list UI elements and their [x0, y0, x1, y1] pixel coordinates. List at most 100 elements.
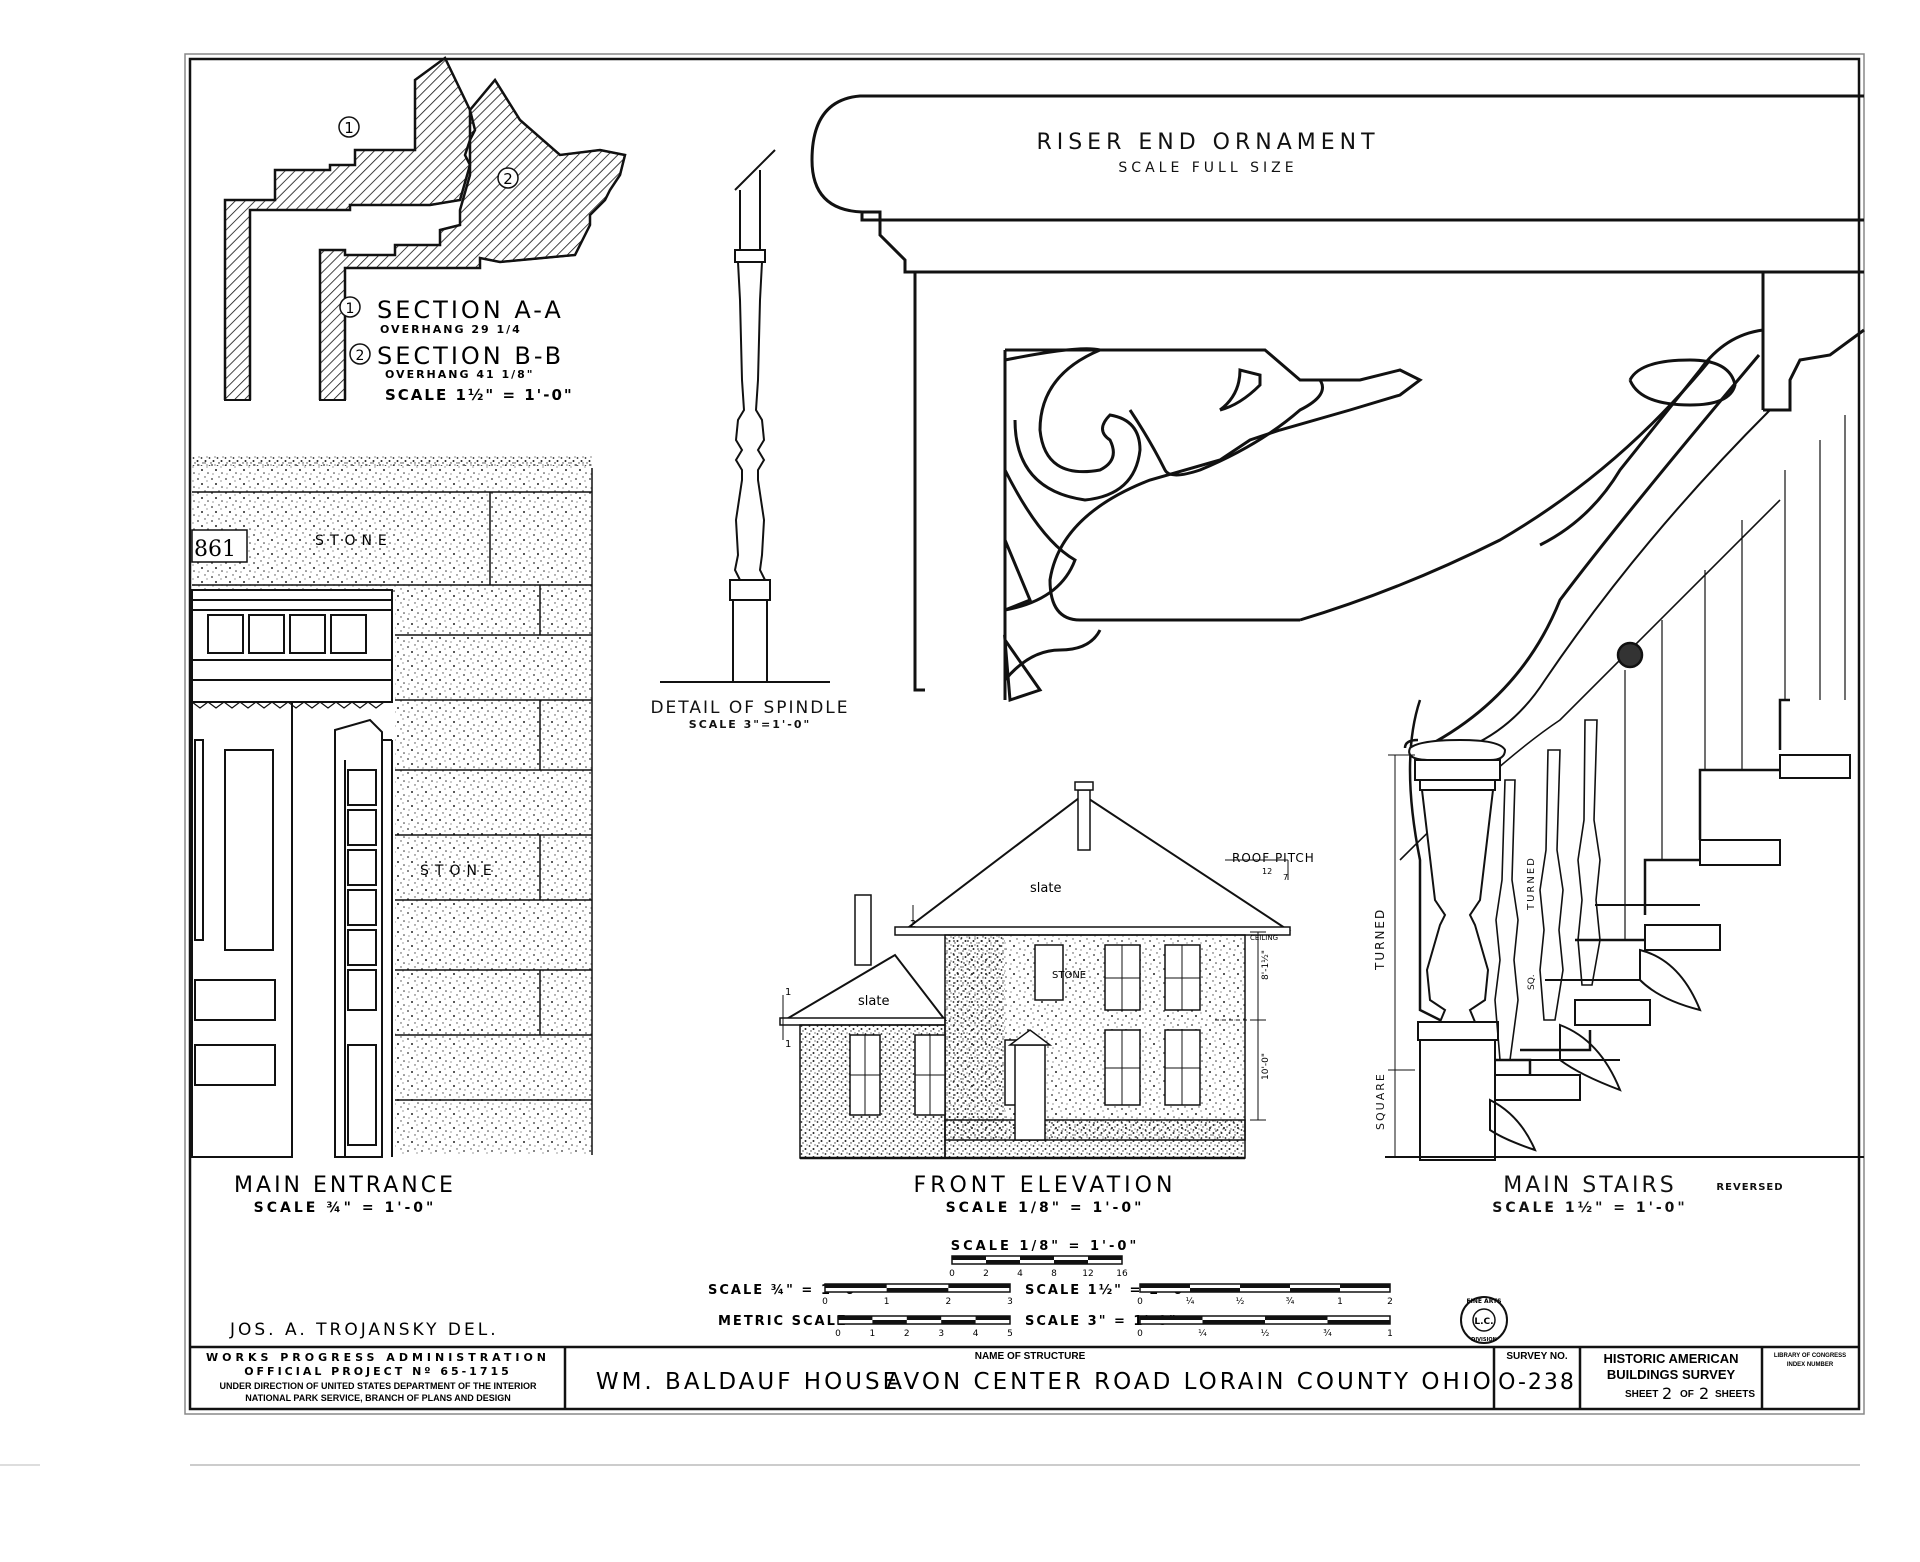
seal-top: FINE ARTS — [1467, 1298, 1502, 1305]
agency-line-1: WORKS PROGRESS ADMINISTRATION — [206, 1351, 550, 1364]
scale-bar-segment — [872, 1320, 907, 1324]
scale-tick-label: 0 — [1137, 1297, 1143, 1307]
spindle-scale: SCALE 3"=1'-0" — [689, 718, 811, 731]
scale-tick-label: 1 — [1337, 1297, 1343, 1307]
overhang-aa-label: OVERHANG 29 1/4 — [380, 323, 522, 336]
front-elevation: ROOF PITCH 12 7 slate slate STONE CEILIN… — [779, 781, 1315, 1216]
entrance-scale: SCALE ¾" = 1'-0" — [254, 1200, 437, 1216]
roof-pitch-rise: 7 — [1283, 873, 1288, 882]
scale-bar-top: 0 2 4 8 12 16 — [949, 1255, 1128, 1279]
scale-bar-segment — [1327, 1320, 1390, 1324]
riser-scale: SCALE FULL SIZE — [1118, 160, 1297, 176]
newel-square-label: SQUARE — [1374, 1072, 1387, 1130]
riser-end-ornament: RISER END ORNAMENT SCALE FULL SIZE — [810, 94, 1865, 703]
cornice-marker-2: 2 — [503, 170, 513, 188]
overhang-bb-label: OVERHANG 41 1/8" — [385, 368, 535, 381]
svg-text:1: 1 — [346, 301, 355, 317]
delineator: JOS. A. TROJANSKY DEL. — [229, 1320, 499, 1340]
habs-line-2: BUILDINGS SURVEY — [1607, 1367, 1736, 1382]
scale-tick-label: 0 — [822, 1297, 828, 1307]
scale-bar-segment — [941, 1320, 976, 1324]
scale-top-label: SCALE 1/8" = 1'-0" — [951, 1239, 1139, 1254]
inner-border — [188, 57, 1861, 1411]
scale-tick-label: 2 — [983, 1269, 989, 1279]
sheet-total: 2 — [1699, 1384, 1709, 1403]
scale-tick-label: 1 — [884, 1297, 890, 1307]
scale-tick-label: 0 — [949, 1269, 955, 1279]
agency-line-3: UNDER DIRECTION OF UNITED STATES DEPARTM… — [220, 1381, 538, 1391]
roof-pitch-run: 12 — [1262, 867, 1272, 876]
structure-name: WM. BALDAUF HOUSE — [596, 1369, 900, 1395]
spindle-title: DETAIL OF SPINDLE — [650, 698, 849, 718]
elev-mark-2: 2 — [910, 919, 916, 930]
elev-mark-1b: 1 — [785, 1039, 791, 1050]
scale-tick-label: 16 — [1116, 1269, 1128, 1279]
scale-bar-segment — [1290, 1288, 1340, 1292]
spindle-detail: DETAIL OF SPINDLE SCALE 3"=1'-0" — [650, 149, 849, 731]
scale-bar-segment — [1054, 1260, 1088, 1264]
scale-tick-label: 2 — [945, 1297, 951, 1307]
scale-tick-label: 0 — [1137, 1329, 1143, 1339]
loc-line-1: LIBRARY OF CONGRESS — [1774, 1353, 1846, 1359]
scale-tick-label: ½ — [1236, 1297, 1245, 1307]
elev-mark-1a: 1 — [785, 987, 791, 998]
cornice-scale: SCALE 1½" = 1'-0" — [385, 386, 574, 404]
scale-bar-segment — [1190, 1288, 1240, 1292]
stone-label-upper: STONE — [315, 533, 393, 549]
section-bb-label: SECTION B-B — [377, 342, 564, 370]
scale-tick-label: ¾ — [1286, 1297, 1295, 1307]
loc-line-2: INDEX NUMBER — [1787, 1362, 1834, 1368]
stairs-reversed: REVERSED — [1716, 1182, 1783, 1193]
scale-tick-label: 1 — [870, 1329, 876, 1339]
date-stone: 861 — [194, 537, 236, 562]
stairs-scale: SCALE 1½" = 1'-0" — [1492, 1200, 1687, 1216]
roof-pitch-label: ROOF PITCH — [1232, 851, 1315, 865]
cornice-sections: 1 2 1 2 SECTION A-A OVERHANG 29 1/4 SECT… — [223, 56, 627, 404]
scale-bar-segment — [952, 1256, 986, 1260]
dim-lower: 10'-0" — [1261, 1053, 1271, 1080]
scale-bar-segment — [838, 1316, 873, 1320]
structure-location: AVON CENTER ROAD LORAIN COUNTY OHIO — [886, 1369, 1493, 1395]
scale-bar-segment — [1140, 1284, 1190, 1288]
baluster-turned-label: TURNED — [1526, 856, 1537, 911]
scale-tick-label: 3 — [938, 1329, 944, 1339]
scale-bar-segment — [1265, 1316, 1328, 1320]
habs-line-1: HISTORIC AMERICAN — [1603, 1351, 1738, 1366]
scale-right2-label: SCALE 3" = 1'-0" — [1025, 1314, 1178, 1329]
title-block: WORKS PROGRESS ADMINISTRATION OFFICIAL P… — [190, 1345, 1859, 1409]
section-aa-label: SECTION A-A — [377, 296, 564, 324]
outer-border — [184, 53, 1865, 1415]
main-entrance: 861 STONE STONE — [191, 456, 593, 1216]
scale-bar-segment — [1020, 1256, 1054, 1260]
scale-tick-label: 8 — [1051, 1269, 1057, 1279]
scale-bar-segment — [975, 1316, 1010, 1320]
stone-elevation-label: STONE — [1052, 970, 1086, 981]
entrance-title: MAIN ENTRANCE — [234, 1173, 456, 1198]
baluster-sq-label: SQ. — [1527, 974, 1537, 990]
scale-bar-segment — [886, 1288, 949, 1292]
scale-bar-segment — [986, 1260, 1020, 1264]
newel-turned-label: TURNED — [1373, 908, 1387, 971]
scale-tick-label: 4 — [1017, 1269, 1023, 1279]
sheet-word: SHEET — [1625, 1389, 1658, 1400]
seal-bottom: DIVISION — [1471, 1337, 1497, 1343]
survey-no-label: SURVEY NO. — [1506, 1351, 1568, 1362]
slate-wing-label: slate — [858, 994, 889, 1009]
scale-tick-label: ½ — [1261, 1329, 1270, 1339]
scale-tick-label: 1 — [1387, 1329, 1393, 1339]
cornice-marker-1: 1 — [344, 119, 354, 137]
scale-bar-segment — [906, 1316, 942, 1320]
ceiling-label: CEILING — [1250, 934, 1278, 942]
agency-line-2: OFFICIAL PROJECT Nº 65-1715 — [244, 1365, 512, 1378]
scale-bar-segment — [948, 1284, 1010, 1288]
scale-tick-label: ¼ — [1186, 1297, 1195, 1307]
scale-tick-label: 2 — [904, 1329, 910, 1339]
seal-center: L.C. — [1474, 1317, 1493, 1327]
slate-main-label: slate — [1030, 881, 1061, 896]
scale-tick-label: 12 — [1082, 1269, 1093, 1279]
